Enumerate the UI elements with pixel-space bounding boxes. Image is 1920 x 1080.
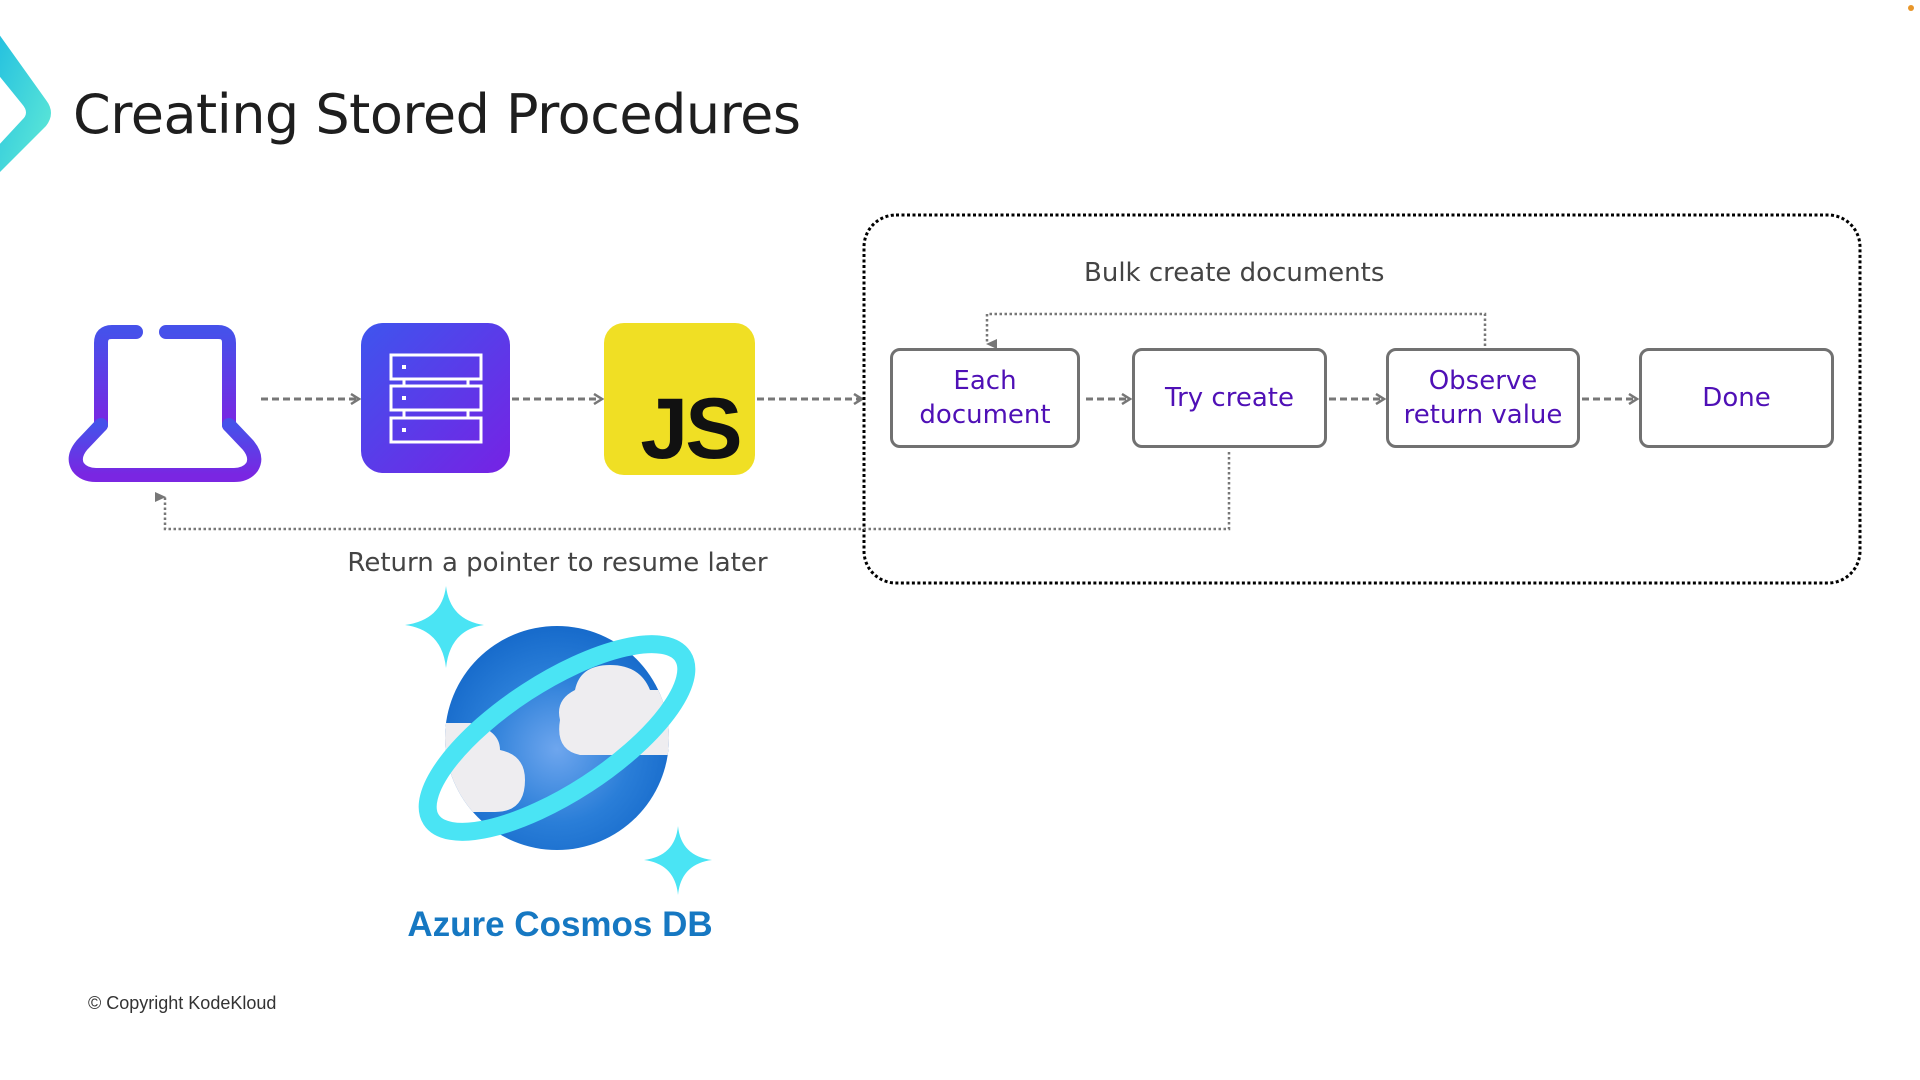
step-label-line: Each (953, 366, 1017, 396)
server-rack-icon (361, 323, 510, 473)
laptop-icon (68, 325, 262, 482)
azure-cosmos-db-label: Azure Cosmos DB (407, 905, 713, 944)
step-label: Done (1702, 383, 1771, 413)
javascript-icon: JS (604, 323, 755, 477)
chevron-logo-icon (0, 35, 51, 172)
step-done: Done (1639, 348, 1834, 448)
azure-cosmos-db-icon (405, 586, 712, 895)
step-each-document: Each document (890, 348, 1080, 448)
step-try-create: Try create (1132, 348, 1327, 448)
slide-title: Creating Stored Procedures (73, 83, 801, 146)
step-label-line: return value (1403, 400, 1563, 430)
return-pointer-label: Return a pointer to resume later (347, 548, 768, 578)
step-label-line: Observe (1428, 366, 1538, 396)
copyright-notice: © Copyright KodeKloud (88, 993, 277, 1013)
return-pointer-connector (155, 452, 1231, 531)
step-observe-return-value: Observe return value (1386, 348, 1580, 448)
loop-back-connector (985, 312, 1487, 349)
step-label: Try create (1165, 383, 1294, 413)
recording-indicator-dot (1908, 5, 1914, 11)
bulk-create-group-border (862, 213, 1862, 585)
step-label-line: document (919, 400, 1051, 430)
bulk-create-group-label: Bulk create documents (1084, 258, 1385, 288)
js-icon-label: JS (640, 381, 739, 477)
